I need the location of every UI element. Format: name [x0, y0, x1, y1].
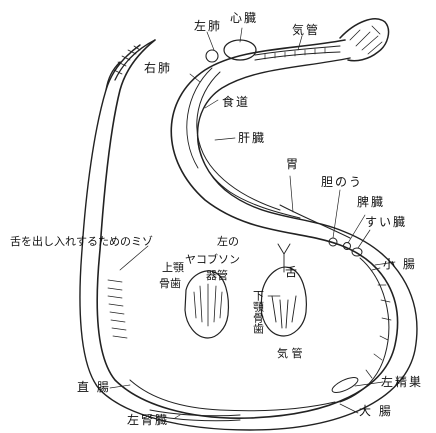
label-large-intestine: 大 腸: [359, 405, 393, 417]
label-tongue: 舌: [285, 266, 299, 278]
label-upper-jaw-1: 上顎: [162, 262, 184, 273]
label-tongue-groove: 舌を出し入れするためのミゾ: [10, 236, 153, 247]
snake-head: [340, 19, 389, 61]
heart-shape: [224, 40, 256, 60]
label-jacobson-left: 左の: [217, 236, 239, 247]
label-esophagus: 食道: [222, 96, 250, 108]
label-left-lung: 左肺: [194, 20, 222, 32]
label-left-kidney: 左腎臓: [127, 414, 169, 426]
upper-jaw-teeth: [194, 284, 222, 326]
label-lower-jaw: 下顎骨歯: [252, 290, 264, 334]
left-lung-shape: [206, 50, 218, 62]
label-organ-suffix: 器管: [206, 270, 228, 281]
trachea-tube: [255, 46, 340, 60]
label-trachea: 気管: [292, 24, 320, 36]
left-testis-shape: [330, 375, 360, 396]
label-pancreas: すい臓: [365, 216, 407, 228]
lower-jaw-inset: [261, 267, 306, 336]
label-liver: 肝臓: [238, 132, 266, 144]
label-jacobson-organ: ヤコブソン: [185, 254, 240, 265]
pancreas-shape: [352, 248, 362, 256]
label-stomach: 胃: [286, 158, 300, 170]
label-left-testis: 左精巣: [381, 376, 423, 388]
label-heart: 心臓: [230, 12, 258, 24]
label-rectum: 直 腸: [77, 381, 111, 393]
label-small-intestine: 小 腸: [383, 258, 417, 270]
ventral-scales: [108, 280, 127, 338]
label-upper-jaw-2: 骨歯: [159, 278, 181, 289]
label-right-lung: 右肺: [144, 62, 172, 74]
label-spleen: 脾臓: [357, 196, 385, 208]
leader-lines: [110, 28, 395, 418]
label-trachea-small: 気 管: [277, 348, 303, 359]
label-gallbladder: 胆のう: [321, 176, 363, 188]
head-scale-lines: [350, 26, 382, 54]
lower-jaw-tongue: [272, 244, 296, 328]
